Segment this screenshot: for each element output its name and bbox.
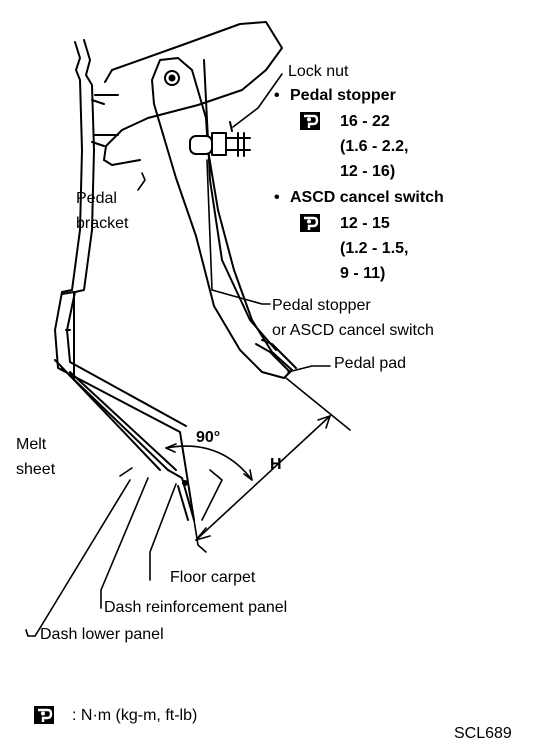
torque-wrench-icon xyxy=(34,706,54,724)
pedal-stopper-or-ascd-label-1: Pedal stopper xyxy=(272,297,371,314)
dimension-h-label: H xyxy=(270,456,282,473)
dash-reinforcement-panel-label: Dash reinforcement panel xyxy=(104,599,288,616)
pedal-stopper-heading: • Pedal stopper xyxy=(274,86,396,106)
ascd-torque-ftlb: 9 - 11) xyxy=(340,265,386,282)
figure-code: SCL689 xyxy=(454,725,512,742)
melt-sheet-label-2: sheet xyxy=(16,461,56,478)
pedal-stopper-or-ascd-label-2: or ASCD cancel switch xyxy=(272,322,434,339)
pedal-stopper-torque-nm: 16 - 22 xyxy=(340,113,390,130)
leader-lines xyxy=(25,73,331,637)
pedal-pad-label: Pedal pad xyxy=(334,355,407,372)
lock-nut-label: Lock nut xyxy=(288,63,349,80)
floor-layers xyxy=(167,469,195,521)
bullet: • xyxy=(274,87,280,104)
torque-wrench-icon xyxy=(300,112,320,130)
pedal-stopper-torque-ftlb: 12 - 16) xyxy=(340,163,396,180)
angle-label: 90° xyxy=(196,429,221,446)
pedal-stopper-heading-text: Pedal stopper xyxy=(290,87,396,104)
ascd-torque-kgm: (1.2 - 1.5, xyxy=(340,240,409,257)
angle-and-dimension xyxy=(165,377,351,553)
pedal-bracket xyxy=(91,21,283,166)
pedal-arm xyxy=(151,57,293,379)
dash-lower-panel-label: Dash lower panel xyxy=(40,626,164,643)
pedal-stopper-body xyxy=(189,121,251,157)
torque-wrench-icon xyxy=(300,214,320,232)
pedal-stopper-torque-kgm: (1.6 - 2.2, xyxy=(340,138,409,155)
legend-units: : N·m (kg-m, ft-lb) xyxy=(72,707,198,724)
floor-carpet-label: Floor carpet xyxy=(170,569,256,586)
ascd-heading: • ASCD cancel switch xyxy=(274,188,444,208)
pedal-bracket-label-2: bracket xyxy=(76,215,129,232)
pedal-pad xyxy=(255,339,297,373)
ascd-heading-text: ASCD cancel switch xyxy=(290,189,444,206)
ascd-torque-nm: 12 - 15 xyxy=(340,215,390,232)
dash-panel-lines xyxy=(54,39,195,521)
pedal-bracket-label-1: Pedal xyxy=(76,190,117,207)
melt-sheet-label-1: Melt xyxy=(16,436,47,453)
bullet: • xyxy=(274,189,280,206)
